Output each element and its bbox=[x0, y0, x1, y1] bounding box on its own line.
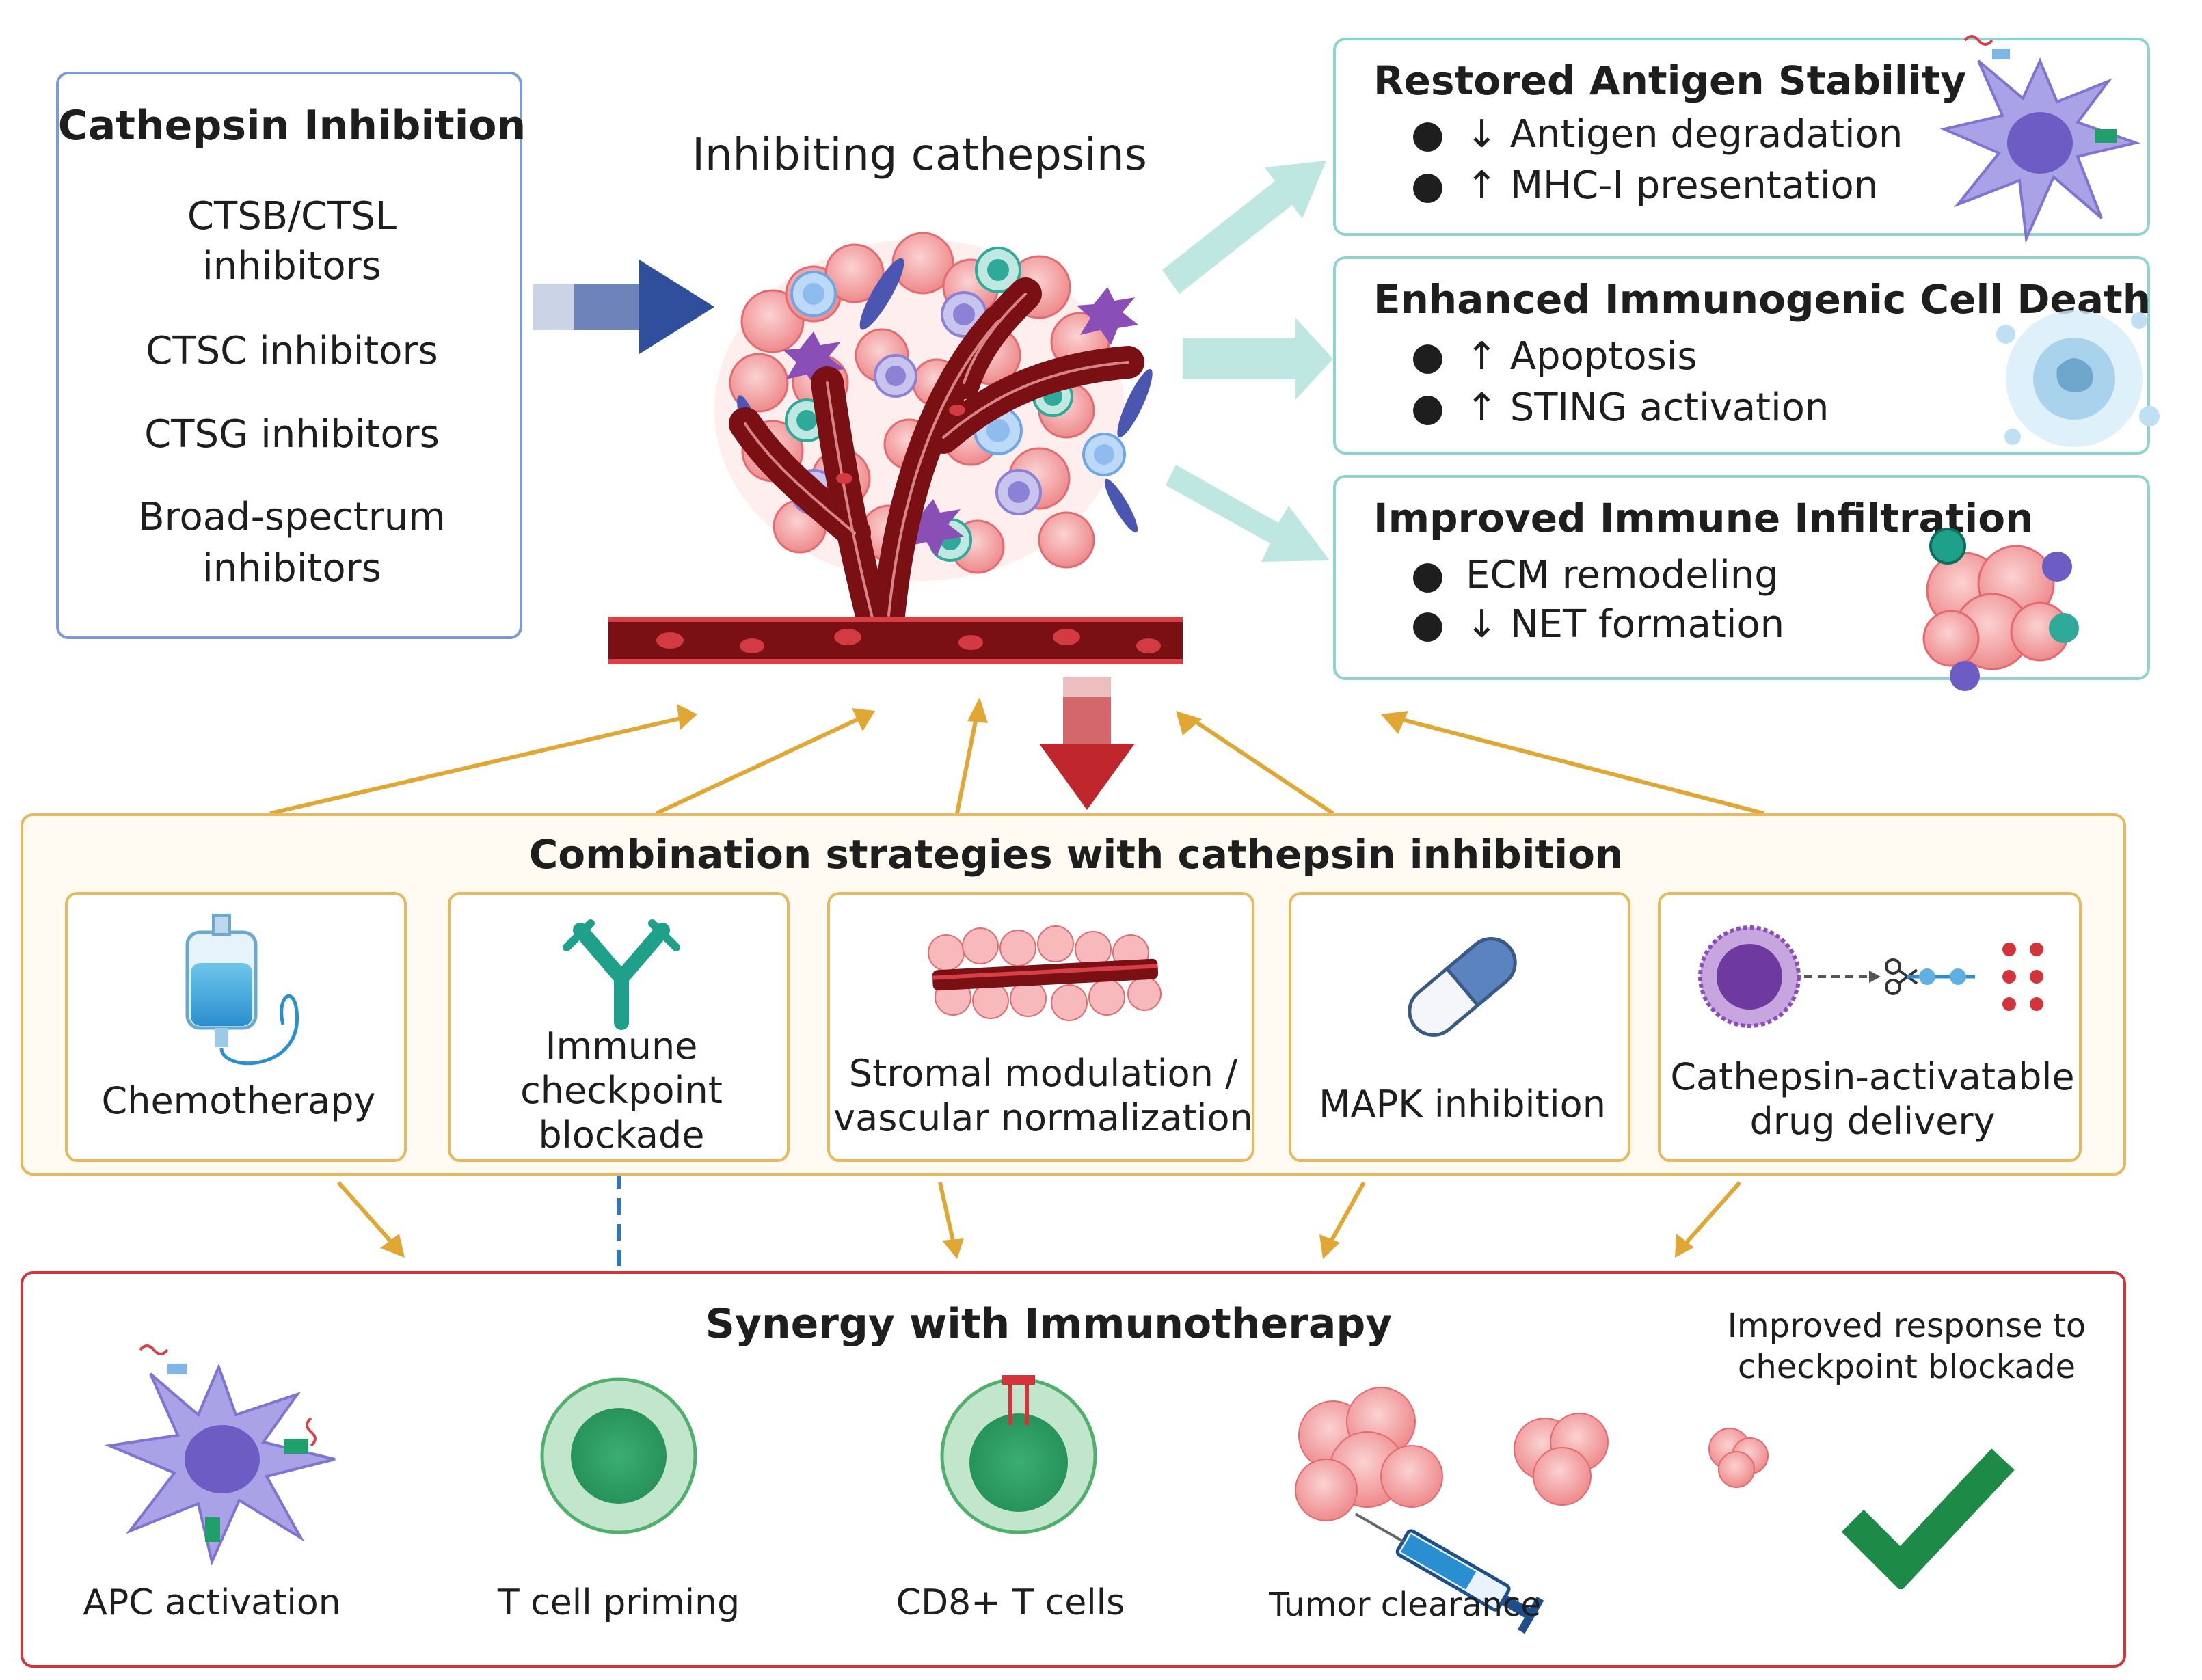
iv-bag-icon bbox=[185, 914, 299, 1066]
input-arrow bbox=[533, 260, 714, 354]
effect-arrows bbox=[1162, 161, 1333, 562]
apc-cell-icon bbox=[104, 1344, 336, 1565]
step-label-cd8: CD8+ T cells bbox=[896, 1582, 1125, 1623]
strategy-label: drug delivery bbox=[1749, 1100, 1996, 1143]
combination-to-synergy-arrows bbox=[336, 1181, 1742, 1245]
effect-title: Enhanced Immunogenic Cell Death bbox=[1373, 276, 2151, 323]
gold-arrowheads-up bbox=[677, 697, 1408, 735]
inhibitor-item: Broad-spectrum bbox=[138, 495, 446, 539]
effect-bullet: ●↓ Antigen degradation bbox=[1411, 112, 1903, 157]
strategy-label: Immune bbox=[545, 1025, 698, 1068]
t-cell-icon bbox=[540, 1377, 697, 1534]
strategy-card-mapk: MAPK inhibition bbox=[1289, 892, 1630, 1162]
center-title: Inhibiting cathepsins bbox=[692, 130, 1147, 180]
step-label-apc: APC activation bbox=[83, 1582, 341, 1623]
combination-to-tumor-arrows bbox=[269, 710, 1764, 815]
checkmark-icon bbox=[1841, 1448, 2015, 1589]
effect-immunogenic-death: Enhanced Immunogenic Cell Death ●↑ Apopt… bbox=[1333, 256, 2160, 455]
effect-immune-infiltration: Improved Immune Infiltration ●ECM remode… bbox=[1333, 475, 2150, 691]
cathepsin-inhibition-panel: Cathepsin Inhibition CTSB/CTSL inhibitor… bbox=[56, 72, 526, 639]
effect-bullet: ●↑ STING activation bbox=[1411, 385, 1829, 430]
down-arrow bbox=[1039, 677, 1135, 810]
nanoparticle-icon bbox=[1698, 925, 2043, 1028]
dendritic-cell-icon bbox=[1939, 35, 2141, 244]
apoptotic-cell-icon bbox=[1996, 310, 2160, 447]
strategy-label: MAPK inhibition bbox=[1319, 1083, 1606, 1126]
effect-title: Improved Immune Infiltration bbox=[1373, 495, 2034, 541]
strategy-card-stromal: Stromal modulation / vascular normalizat… bbox=[827, 892, 1254, 1162]
strategy-label: checkpoint bbox=[520, 1069, 723, 1112]
synergy-title: Synergy with Immunotherapy bbox=[705, 1300, 1393, 1348]
tumor-shrinking-icon bbox=[1295, 1387, 1769, 1634]
response-label: Improved response to bbox=[1727, 1307, 2086, 1345]
inhibitor-item: CTSG inhibitors bbox=[144, 412, 440, 457]
effect-bullet: ●↑ MHC-I presentation bbox=[1411, 163, 1879, 208]
inhibitor-item: inhibitors bbox=[202, 244, 381, 288]
strategy-label: Chemotherapy bbox=[101, 1079, 376, 1122]
step-label-clearance: Tumor clearance bbox=[1269, 1586, 1541, 1624]
strategy-label: vascular normalization bbox=[833, 1096, 1253, 1139]
response-label: checkpoint blockade bbox=[1737, 1348, 2076, 1386]
effect-bullet: ●↑ Apoptosis bbox=[1411, 334, 1697, 379]
vessel-icon bbox=[928, 925, 1162, 1021]
cd8-t-cell-icon bbox=[940, 1375, 1097, 1534]
strategy-label: Cathepsin-activatable bbox=[1670, 1055, 2075, 1098]
infiltrated-tumor-icon bbox=[1922, 528, 2079, 691]
strategy-label: Stromal modulation / bbox=[848, 1052, 1238, 1095]
effect-bullet: ●ECM remodeling bbox=[1411, 553, 1779, 597]
effect-antigen-stability: Restored Antigen Stability ●↓ Antigen de… bbox=[1333, 35, 2150, 244]
inhibitor-item: CTSC inhibitors bbox=[146, 329, 438, 373]
capsule-icon bbox=[1408, 937, 1517, 1037]
strategy-card-drug-delivery: Cathepsin-activatable drug delivery bbox=[1658, 892, 2082, 1162]
strategy-card-checkpoint: Immune checkpoint blockade bbox=[448, 892, 790, 1162]
syringe-icon bbox=[1354, 1513, 1544, 1634]
combination-title: Combination strategies with cathepsin in… bbox=[528, 831, 1624, 878]
inhibitor-item: inhibitors bbox=[202, 546, 381, 591]
effect-title: Restored Antigen Stability bbox=[1373, 57, 1967, 104]
step-label-priming: T cell priming bbox=[497, 1582, 740, 1623]
effect-bullet: ●↓ NET formation bbox=[1411, 602, 1785, 647]
panel-title: Cathepsin Inhibition bbox=[57, 102, 526, 150]
tumor-microenvironment bbox=[608, 232, 1183, 664]
inhibitor-item: CTSB/CTSL bbox=[187, 194, 397, 239]
antibody-icon bbox=[563, 919, 680, 1030]
strategy-card-chemotherapy: Chemotherapy bbox=[65, 892, 407, 1162]
strategy-label: blockade bbox=[538, 1113, 705, 1156]
